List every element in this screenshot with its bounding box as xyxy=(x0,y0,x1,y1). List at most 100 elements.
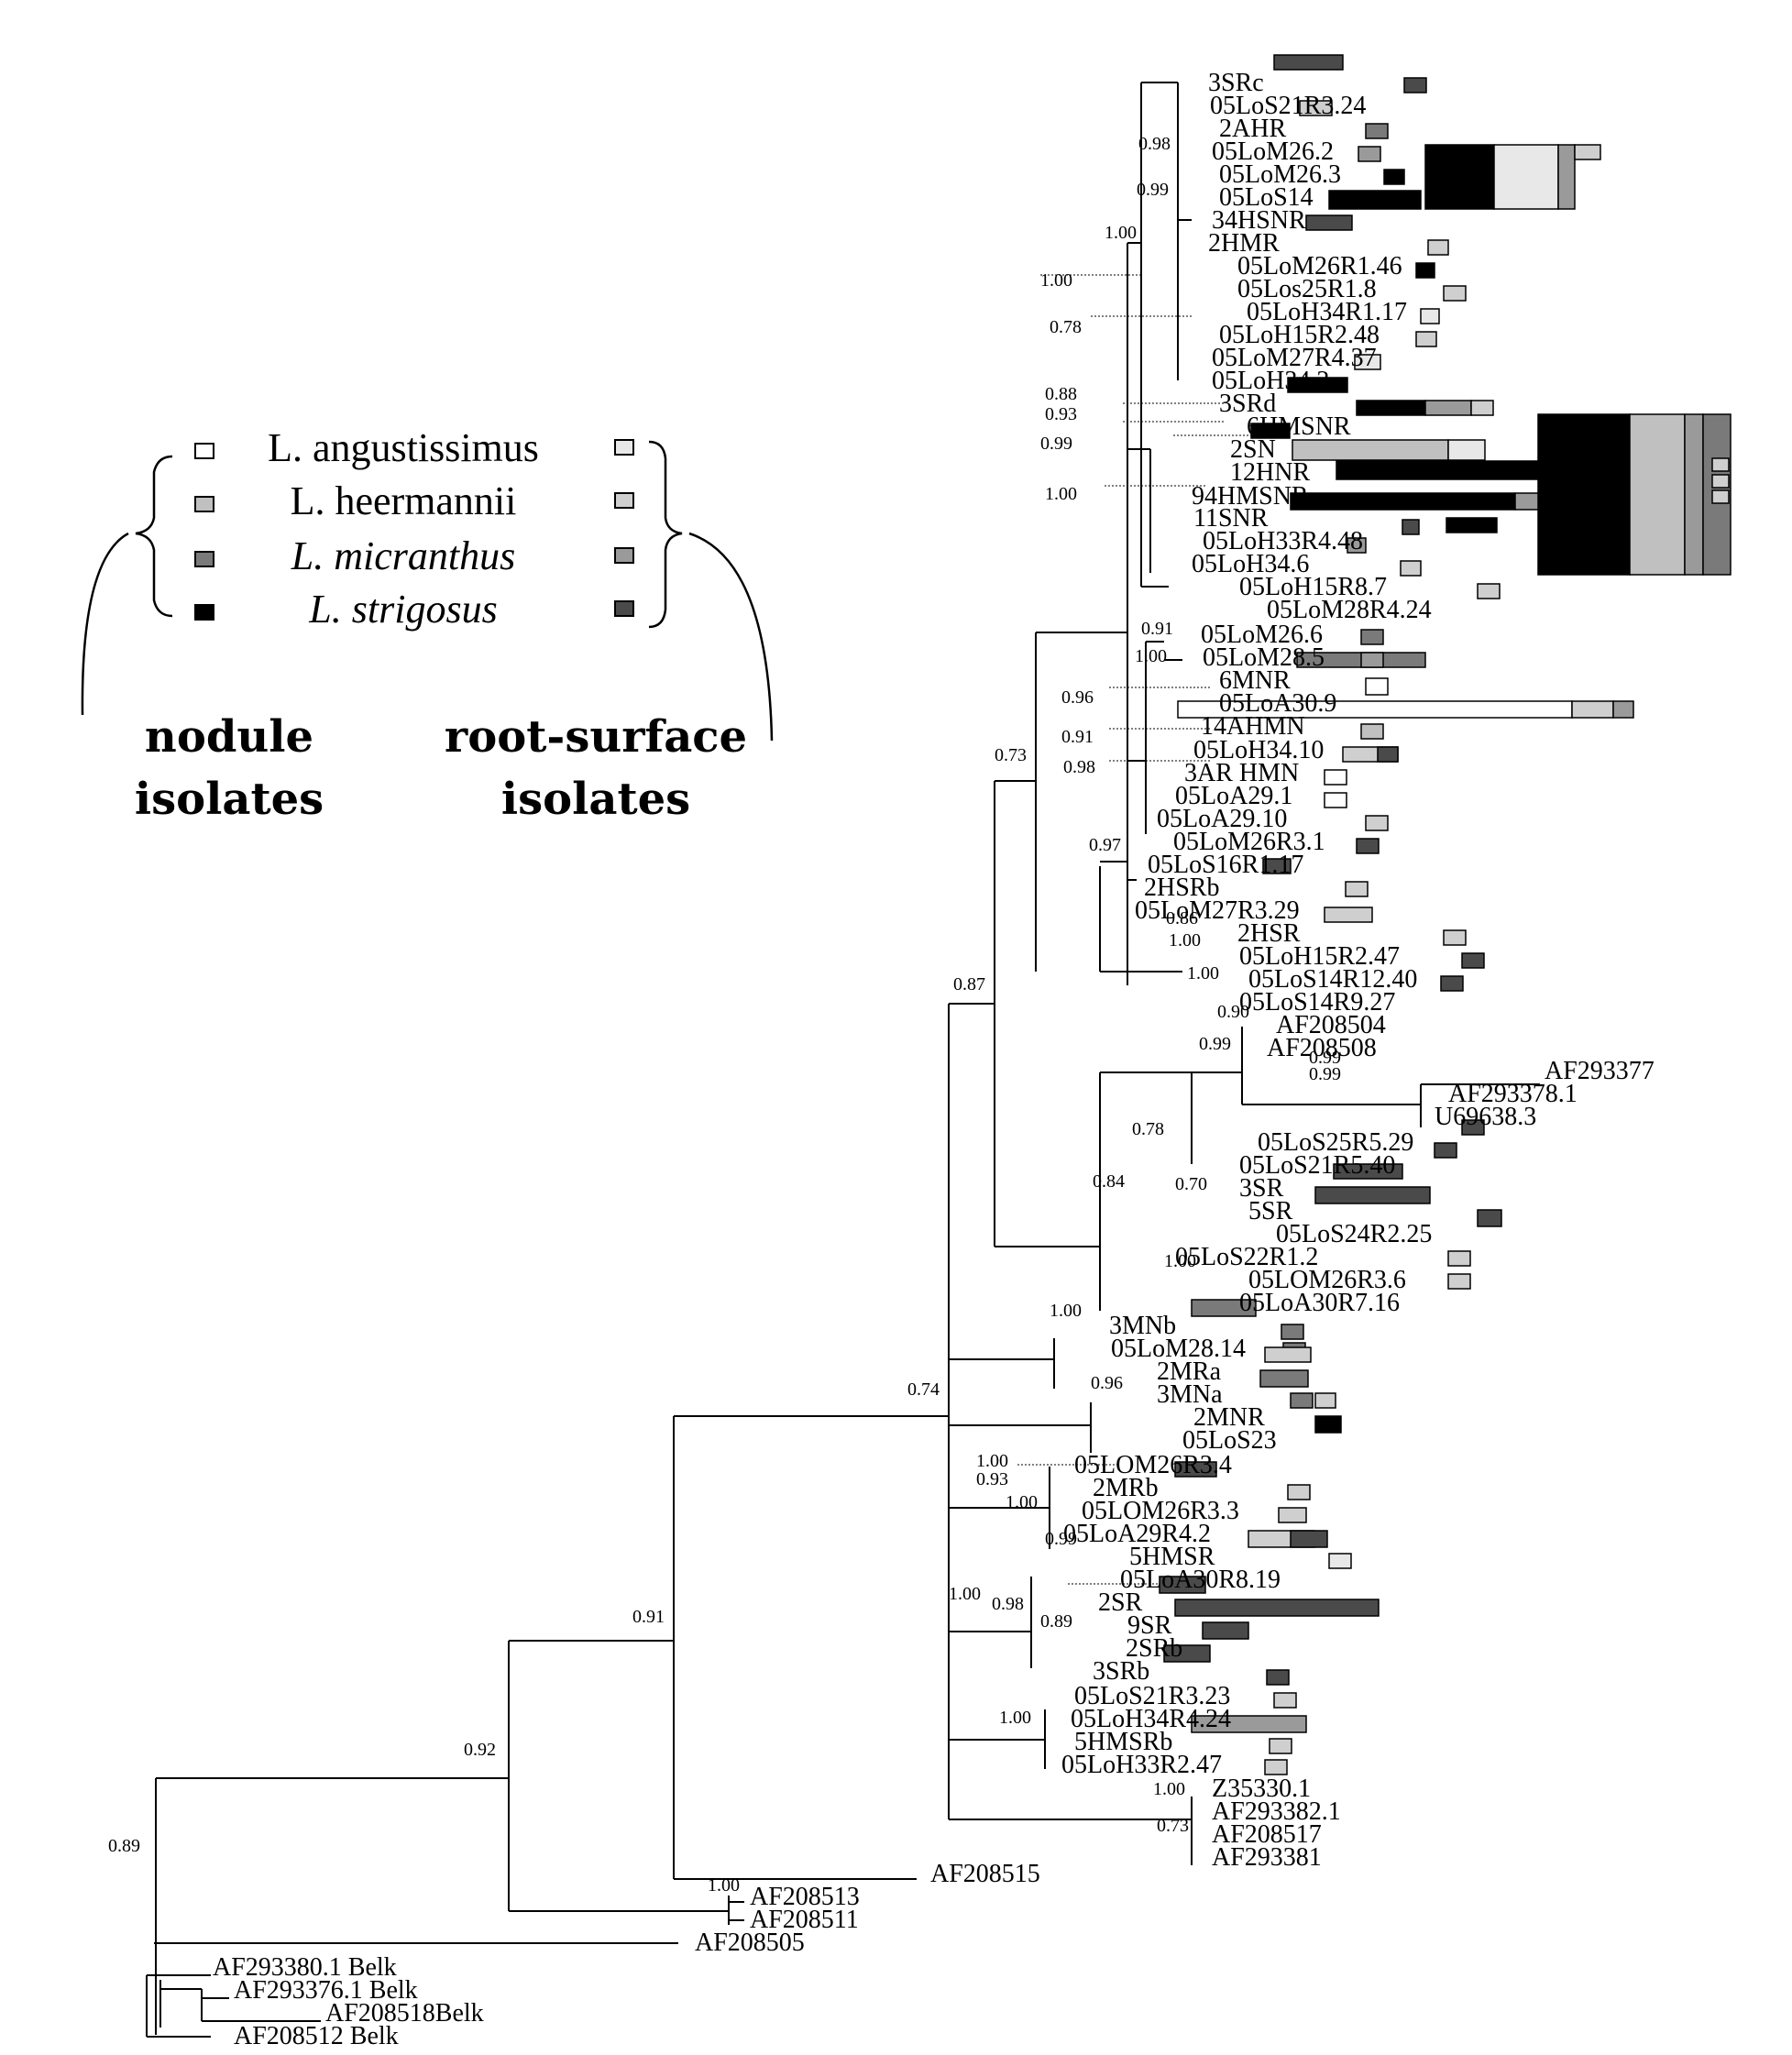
legend-row-micranthus: L. micranthus xyxy=(137,534,687,578)
taxon-label: 05LoH15R2.47 xyxy=(1239,942,1400,971)
support-value: 1.00 xyxy=(1006,1492,1038,1512)
support-value: 0.89 xyxy=(1040,1611,1072,1632)
taxon-label: AF208508 xyxy=(1267,1034,1377,1062)
taxon-label: 2HSRb xyxy=(1144,874,1219,902)
taxon-label: 3MNa xyxy=(1157,1380,1223,1409)
nodule-bar xyxy=(1360,723,1384,740)
nodule-bar xyxy=(1383,169,1405,185)
root-surface-bar xyxy=(1477,1209,1502,1227)
root-surface-bar xyxy=(1278,1507,1307,1523)
taxon-label: 5HMSR xyxy=(1129,1543,1215,1571)
taxon-label: AF208505 xyxy=(695,1929,805,1957)
support-value: 1.00 xyxy=(1045,484,1077,504)
root-surface-bar xyxy=(1493,144,1559,210)
taxon-label: AF208504 xyxy=(1276,1011,1386,1039)
taxon-label: 05LOM26R3.6 xyxy=(1248,1266,1406,1294)
taxon-label: 6MNR xyxy=(1219,666,1291,695)
legend-row-strigosus: L. strigosus xyxy=(137,588,687,632)
root-surface-bar xyxy=(1402,519,1420,535)
taxon-label: 94HMSNR xyxy=(1192,482,1309,511)
nodule-swatch xyxy=(194,604,214,621)
taxon-label: 11SNR xyxy=(1193,504,1269,533)
support-value: 0.98 xyxy=(992,1594,1024,1614)
taxon-label: 05LoM28R4.24 xyxy=(1267,596,1432,624)
taxon-label: 5SR xyxy=(1248,1197,1293,1225)
legend-label: L. strigosus xyxy=(309,587,498,632)
taxon-label: AF293377 xyxy=(1545,1057,1655,1085)
nodule-bar xyxy=(1191,1299,1257,1317)
taxon-label: AF208513 xyxy=(750,1883,860,1911)
surface-caption: root-surface isolates xyxy=(444,711,748,825)
taxon-label: 05LoH34.6 xyxy=(1192,550,1309,578)
taxon-label: AF208512 Belk xyxy=(234,2022,399,2050)
taxon-label: 05LoA30.9 xyxy=(1219,689,1336,718)
root-surface-bar xyxy=(1447,1250,1471,1267)
taxon-label: AF208518Belk xyxy=(325,1999,484,2028)
support-value: 1.00 xyxy=(1187,963,1219,984)
support-value: 1.00 xyxy=(949,1584,981,1604)
root-surface-bar xyxy=(1159,1576,1206,1594)
support-value: 1.00 xyxy=(1169,930,1201,951)
root-surface-bar xyxy=(1477,583,1501,599)
taxon-label: 2MNR xyxy=(1193,1403,1265,1432)
root-surface-bar xyxy=(1354,354,1381,370)
taxon-label: 05LoS21R3.24 xyxy=(1210,92,1366,120)
nodule-bar xyxy=(1324,769,1347,786)
taxon-label: 2AHR xyxy=(1219,115,1286,143)
root-surface-bar xyxy=(1360,652,1384,668)
taxon-label: 3MNb xyxy=(1109,1312,1176,1340)
root-surface-bar xyxy=(1264,1759,1288,1775)
root-surface-bar xyxy=(1163,1644,1211,1663)
root-surface-bar xyxy=(1443,929,1467,946)
surface-swatch xyxy=(614,547,634,564)
support-value: 1.00 xyxy=(976,1451,1008,1471)
root-surface-bar xyxy=(1447,1273,1471,1290)
support-value: 0.97 xyxy=(1089,835,1121,855)
taxon-label: 5HMSRb xyxy=(1074,1728,1172,1756)
support-value: 0.90 xyxy=(1217,1002,1249,1022)
root-surface-bar xyxy=(1345,881,1369,897)
taxon-label: 05LOM26R3.4 xyxy=(1074,1451,1232,1479)
nodule-swatch xyxy=(194,496,214,512)
support-value: 0.99 xyxy=(1309,1048,1341,1068)
support-value: 0.73 xyxy=(995,745,1027,765)
root-surface-bar xyxy=(1264,1346,1312,1363)
support-value: 0.98 xyxy=(1063,757,1095,777)
root-surface-bar xyxy=(1377,746,1399,763)
root-surface-bar xyxy=(1461,952,1485,969)
taxon-label: Z35330.1 xyxy=(1212,1775,1311,1803)
surface-swatch xyxy=(614,439,634,456)
taxon-label: 05LoS22R1.2 xyxy=(1175,1243,1318,1271)
root-surface-bar xyxy=(1347,537,1367,554)
root-surface-bar xyxy=(1440,975,1464,992)
taxon-label: 05LoM28.14 xyxy=(1111,1335,1246,1363)
support-value: 0.92 xyxy=(464,1740,496,1760)
root-surface-bar xyxy=(1305,214,1353,231)
taxon-label: 2SN xyxy=(1230,435,1276,464)
taxon-label: 05LoM26.2 xyxy=(1212,137,1334,166)
taxon-label: 05LoA30R7.16 xyxy=(1239,1289,1400,1317)
root-surface-bar xyxy=(1333,1163,1403,1180)
support-value: 1.00 xyxy=(999,1708,1031,1728)
nodule-bar xyxy=(1424,144,1495,210)
taxon-label: 05LoA29R4.2 xyxy=(1063,1520,1211,1548)
root-surface-bar xyxy=(1202,1621,1249,1640)
taxon-label: 12HNR xyxy=(1230,458,1310,487)
taxon-label: AF293381 xyxy=(1212,1843,1322,1872)
root-surface-bar xyxy=(1574,144,1601,160)
legend-row-angustissimus: L. angustissimus xyxy=(137,426,687,470)
root-surface-bar xyxy=(1290,1530,1328,1548)
support-value: 0.78 xyxy=(1050,317,1082,337)
support-value: 0.96 xyxy=(1091,1373,1123,1393)
taxon-label: 2SRb xyxy=(1126,1634,1182,1663)
surface-swatch xyxy=(614,600,634,617)
taxon-label: AF208515 xyxy=(930,1860,1040,1888)
taxon-label: U69638.3 xyxy=(1435,1103,1536,1131)
root-surface-bar xyxy=(1266,1669,1290,1686)
support-value: 0.86 xyxy=(1166,908,1198,929)
taxon-label: 05LoH34R4.24 xyxy=(1071,1705,1231,1733)
root-surface-bar xyxy=(1557,144,1576,210)
taxon-label: 05LoS25R5.29 xyxy=(1258,1128,1413,1157)
taxon-label: AF293378.1 xyxy=(1448,1080,1578,1108)
